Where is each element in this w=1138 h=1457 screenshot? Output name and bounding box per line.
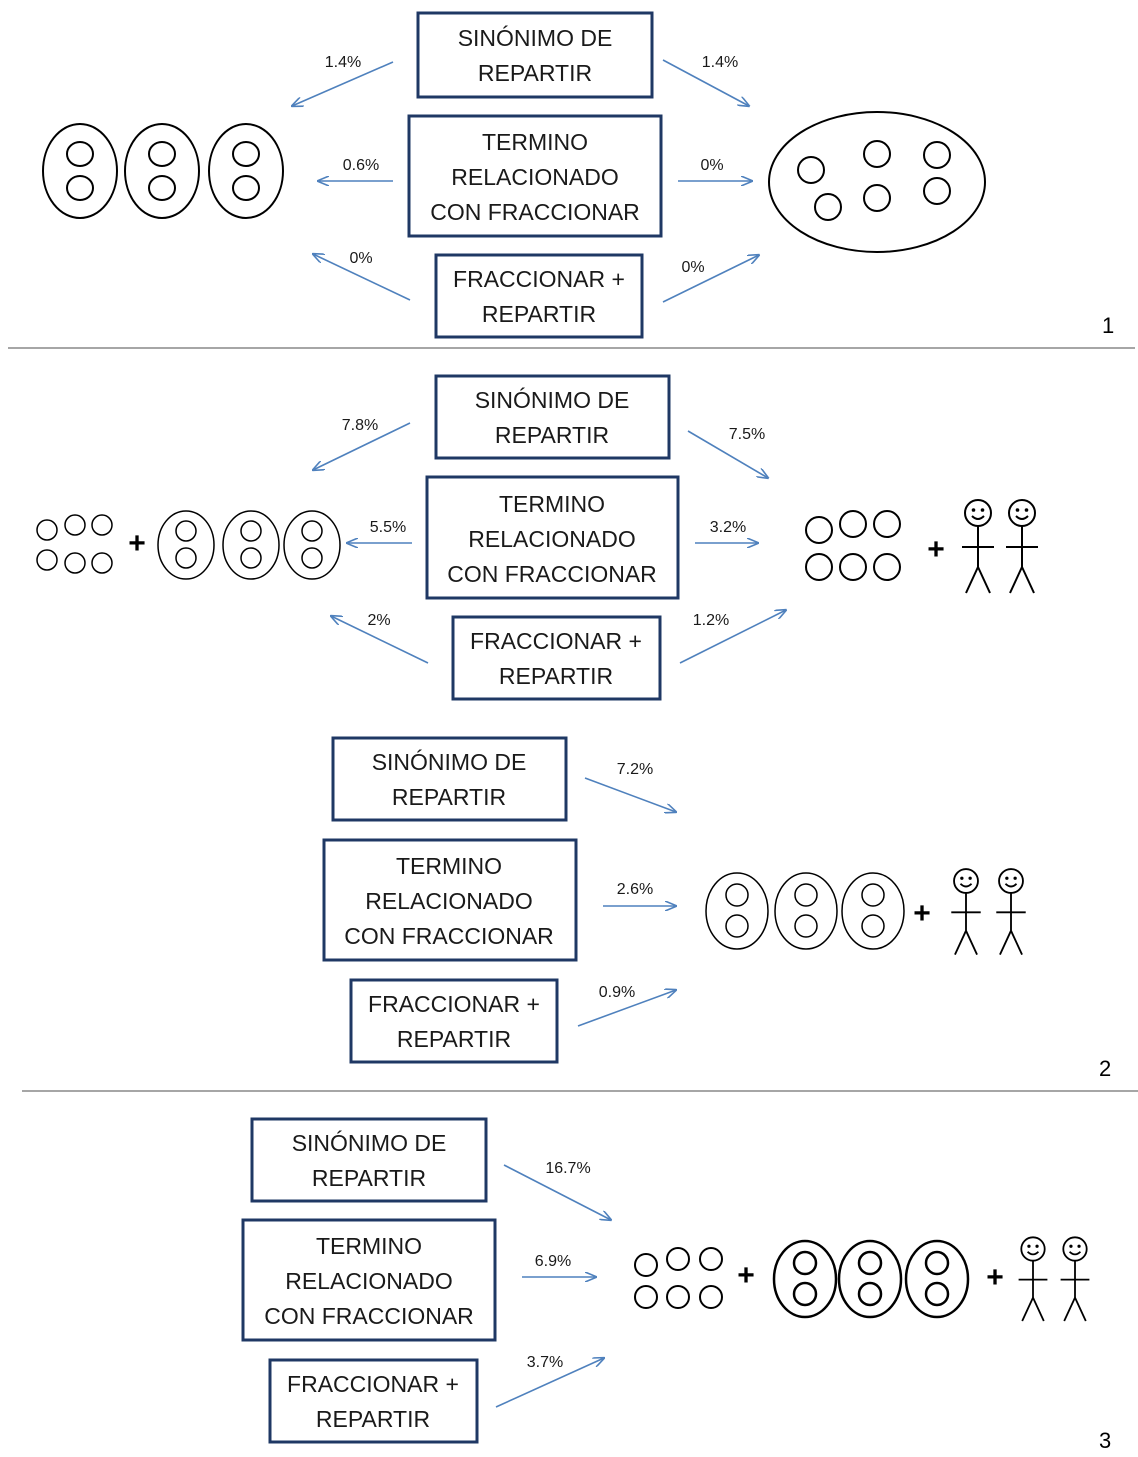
arrow — [313, 254, 411, 301]
box-fraccionar: FRACCIONAR + REPARTIR — [451, 615, 662, 701]
arrow — [662, 59, 749, 106]
two-persons-figure — [950, 868, 1027, 956]
box-line: FRACCIONAR + — [470, 628, 642, 654]
panel-number: 1 — [1102, 313, 1114, 338]
three-groups-of-two-figure — [772, 1239, 970, 1319]
plus-sign: + — [913, 897, 931, 930]
pct-label: 6.9% — [535, 1253, 571, 1270]
box-line: CON FRACCIONAR — [430, 199, 640, 225]
three-groups-of-two-figure — [705, 872, 905, 950]
pct-label: 3.7% — [527, 1354, 563, 1371]
box-line: REPARTIR — [312, 1165, 426, 1191]
box-line: TERMINO — [396, 853, 502, 879]
plus-sign: + — [986, 1261, 1004, 1294]
pct-label: 0% — [681, 259, 704, 276]
box-line: SINÓNIMO DE — [372, 749, 527, 775]
arrow — [687, 430, 768, 478]
six-circles-figure — [634, 1247, 723, 1309]
box-fraccionar: FRACCIONAR + REPARTIR — [349, 978, 559, 1064]
box-termino: TERMINO RELACIONADO CON FRACCIONAR — [241, 1218, 497, 1342]
box-line: REPARTIR — [392, 784, 506, 810]
arrow — [495, 1358, 604, 1408]
pct-label: 2.6% — [617, 881, 653, 898]
pct-label: 0.9% — [599, 984, 635, 1001]
two-persons-figure — [961, 499, 1039, 594]
box-line: REPARTIR — [397, 1026, 511, 1052]
two-persons-figure — [1017, 1236, 1091, 1322]
box-line: REPARTIR — [478, 60, 592, 86]
panel-number: 2 — [1099, 1056, 1111, 1081]
box-line: REPARTIR — [499, 663, 613, 689]
box-line: FRACCIONAR + — [287, 1371, 459, 1397]
box-line: SINÓNIMO DE — [475, 387, 630, 413]
panel-2: SINÓNIMO DE REPARTIR TERMINO RELACIONADO… — [36, 374, 1111, 1081]
box-termino: TERMINO RELACIONADO CON FRACCIONAR — [425, 475, 680, 600]
box-line: RELACIONADO — [451, 164, 618, 190]
pct-label: 7.8% — [342, 417, 378, 434]
six-circles-plus-three-groups-figure — [36, 510, 341, 580]
panel-number: 3 — [1099, 1428, 1111, 1453]
box-line: SINÓNIMO DE — [458, 25, 613, 51]
box-line: REPARTIR — [316, 1406, 430, 1432]
box-line: RELACIONADO — [365, 888, 532, 914]
pct-label: 7.5% — [729, 426, 765, 443]
box-fraccionar: FRACCIONAR + REPARTIR — [434, 253, 644, 339]
box-line: FRACCIONAR + — [368, 991, 540, 1017]
pct-label: 1.2% — [693, 612, 729, 629]
box-line: SINÓNIMO DE — [292, 1130, 447, 1156]
plus-sign: + — [128, 527, 146, 560]
pct-label: 3.2% — [710, 519, 746, 536]
box-line: CON FRACCIONAR — [447, 561, 657, 587]
arrow — [292, 61, 394, 106]
box-line: CON FRACCIONAR — [264, 1303, 474, 1329]
box-line: RELACIONADO — [285, 1268, 452, 1294]
box-line: RELACIONADO — [468, 526, 635, 552]
arrow — [331, 616, 429, 664]
pct-label: 0% — [349, 250, 372, 267]
box-line: REPARTIR — [482, 301, 596, 327]
box-termino: TERMINO RELACIONADO CON FRACCIONAR — [407, 114, 663, 238]
box-termino: TERMINO RELACIONADO CON FRACCIONAR — [322, 838, 578, 962]
box-line: TERMINO — [316, 1233, 422, 1259]
plus-sign: + — [927, 533, 945, 566]
plus-sign: + — [737, 1259, 755, 1292]
pct-label: 16.7% — [545, 1160, 590, 1177]
box-fraccionar: FRACCIONAR + REPARTIR — [268, 1358, 479, 1444]
pct-label: 2% — [367, 612, 390, 629]
pct-label: 1.4% — [702, 54, 738, 71]
arrow — [679, 610, 786, 664]
pct-label: 0% — [700, 157, 723, 174]
one-group-of-six-figure — [768, 111, 986, 253]
pct-label: 1.4% — [325, 54, 361, 71]
pct-label: 5.5% — [370, 519, 406, 536]
arrow — [503, 1164, 611, 1220]
box-sinonimo: SINÓNIMO DE REPARTIR — [416, 11, 654, 99]
pct-label: 0.6% — [343, 157, 379, 174]
arrow — [662, 255, 759, 303]
box-sinonimo: SINÓNIMO DE REPARTIR — [250, 1117, 488, 1203]
arrow — [313, 422, 411, 470]
panel-3: SINÓNIMO DE REPARTIR TERMINO RELACIONADO… — [241, 1117, 1111, 1453]
arrow — [584, 777, 676, 812]
box-line: TERMINO — [482, 129, 588, 155]
box-line: TERMINO — [499, 491, 605, 517]
box-line: CON FRACCIONAR — [344, 923, 554, 949]
box-line: FRACCIONAR + — [453, 266, 625, 292]
box-line: REPARTIR — [495, 422, 609, 448]
panel-1: SINÓNIMO DE REPARTIR TERMINO RELACIONADO… — [42, 11, 1114, 339]
six-circles-figure — [805, 510, 901, 581]
box-sinonimo: SINÓNIMO DE REPARTIR — [434, 374, 671, 460]
pct-label: 7.2% — [617, 761, 653, 778]
arrow — [577, 990, 676, 1027]
box-sinonimo: SINÓNIMO DE REPARTIR — [331, 736, 568, 822]
three-groups-of-two-figure — [42, 123, 284, 219]
